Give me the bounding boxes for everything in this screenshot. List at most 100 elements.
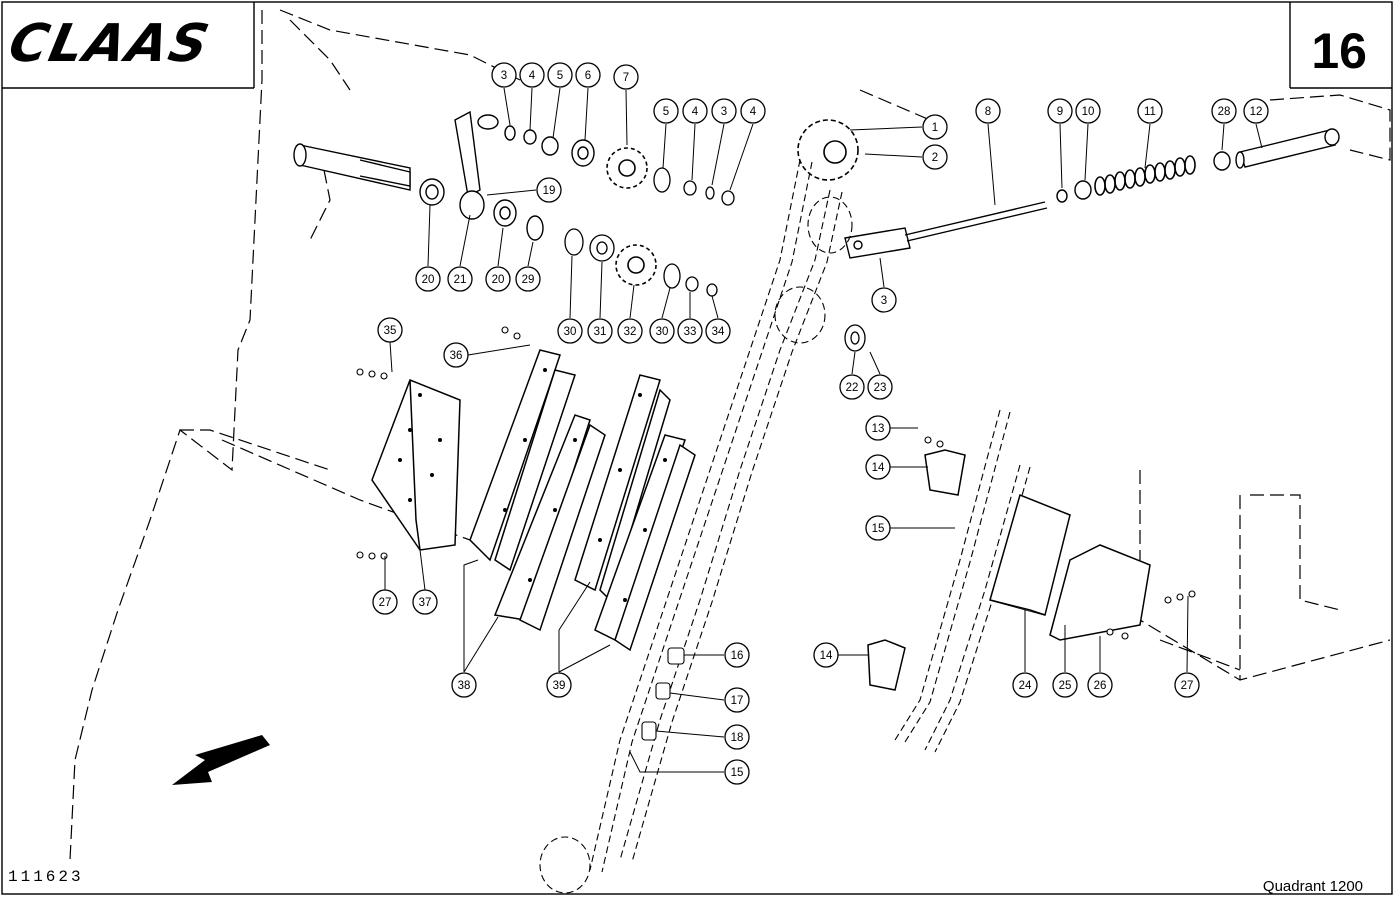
- model-name: Quadrant 1200: [1262, 878, 1363, 895]
- svg-text:4: 4: [529, 70, 536, 82]
- svg-text:3: 3: [501, 70, 507, 82]
- callout-38: 38: [451, 672, 477, 698]
- svg-text:27: 27: [379, 597, 392, 609]
- svg-text:6: 6: [585, 70, 591, 82]
- wear-plates-left: [371, 349, 696, 652]
- callout-23: 23: [867, 374, 893, 400]
- svg-text:7: 7: [623, 72, 629, 84]
- svg-text:19: 19: [543, 185, 556, 197]
- svg-text:31: 31: [594, 326, 607, 338]
- callout-26: 26: [1087, 672, 1113, 698]
- svg-text:25: 25: [1059, 680, 1072, 692]
- direction-arrow-icon: [172, 735, 270, 785]
- svg-text:22: 22: [846, 382, 859, 394]
- svg-text:34: 34: [712, 326, 725, 338]
- svg-text:3: 3: [881, 295, 887, 307]
- callout-11: 11: [1137, 98, 1163, 124]
- svg-text:10: 10: [1082, 106, 1095, 118]
- callout-9: 9: [1047, 98, 1073, 124]
- callout-28: 28: [1211, 98, 1237, 124]
- svg-text:1: 1: [932, 122, 938, 134]
- callout-35: 35: [377, 317, 403, 343]
- svg-text:17: 17: [731, 695, 744, 707]
- callout-3b: 3: [711, 98, 737, 124]
- sprocket-upper: [606, 147, 648, 189]
- svg-text:4: 4: [750, 106, 757, 118]
- svg-text:26: 26: [1094, 680, 1107, 692]
- bearing-row: [564, 167, 866, 352]
- sprocket-drive: [797, 119, 859, 181]
- svg-text:15: 15: [872, 523, 885, 535]
- conveyor-chain: [539, 159, 853, 894]
- callout-12: 12: [1243, 98, 1269, 124]
- callout-18: 18: [724, 724, 750, 750]
- callout-29: 29: [515, 266, 541, 292]
- hardware-small: [356, 326, 1196, 741]
- svg-text:30: 30: [564, 326, 577, 338]
- svg-text:3: 3: [721, 106, 727, 118]
- machine-outline: [69, 9, 1391, 861]
- drawing-number: 111623: [8, 868, 84, 886]
- callout-20b: 20: [485, 266, 511, 292]
- callout-24: 24: [1012, 672, 1038, 698]
- svg-text:5: 5: [663, 106, 669, 118]
- callout-37: 37: [412, 589, 438, 615]
- brand-logo: CLAAS: [3, 14, 216, 74]
- page-number: 16: [1311, 23, 1367, 79]
- callout-1: 1: [922, 114, 948, 140]
- svg-text:21: 21: [454, 274, 467, 286]
- svg-text:23: 23: [874, 382, 887, 394]
- callout-15b: 15: [724, 759, 750, 785]
- svg-text:20: 20: [492, 274, 505, 286]
- conveyor-chain-right: [894, 409, 1031, 753]
- svg-text:18: 18: [731, 732, 744, 744]
- callout-2: 2: [922, 144, 948, 170]
- svg-text:13: 13: [872, 423, 885, 435]
- svg-text:24: 24: [1019, 680, 1032, 692]
- svg-text:5: 5: [557, 70, 563, 82]
- leader-lines: [384, 87, 1263, 773]
- svg-text:14: 14: [872, 462, 885, 474]
- svg-text:11: 11: [1144, 106, 1156, 118]
- svg-text:12: 12: [1250, 106, 1263, 118]
- callout-10: 10: [1075, 98, 1101, 124]
- wear-plates-right: [867, 449, 1151, 691]
- callout-8: 8: [975, 98, 1001, 124]
- callout-6: 6: [575, 62, 601, 88]
- callout-4: 4: [519, 62, 545, 88]
- callout-39: 39: [546, 672, 572, 698]
- callout-33: 33: [677, 318, 703, 344]
- callout-25: 25: [1052, 672, 1078, 698]
- callout-20: 20: [415, 266, 441, 292]
- callout-30b: 30: [649, 318, 675, 344]
- callout-14b: 14: [813, 642, 839, 668]
- callout-30: 30: [557, 318, 583, 344]
- callout-4c: 4: [740, 98, 766, 124]
- svg-text:37: 37: [419, 597, 432, 609]
- svg-text:28: 28: [1218, 106, 1231, 118]
- sprocket-lower: [615, 244, 657, 286]
- svg-text:27: 27: [1181, 680, 1194, 692]
- callout-4b: 4: [682, 98, 708, 124]
- callout-21: 21: [447, 266, 473, 292]
- svg-text:16: 16: [731, 650, 744, 662]
- callout-16: 16: [724, 642, 750, 668]
- callout-5b: 5: [653, 98, 679, 124]
- callout-3c: 3: [871, 287, 897, 313]
- svg-text:29: 29: [522, 274, 535, 286]
- callout-15: 15: [865, 515, 891, 541]
- callout-3: 3: [491, 62, 517, 88]
- plate-holes: [398, 368, 667, 602]
- tension-spring: [1094, 155, 1196, 196]
- svg-text:14: 14: [820, 650, 833, 662]
- callout-19: 19: [536, 177, 562, 203]
- callout-27b: 27: [1174, 672, 1200, 698]
- svg-text:15: 15: [731, 767, 744, 779]
- callout-31: 31: [587, 318, 613, 344]
- svg-text:36: 36: [450, 350, 463, 362]
- svg-text:8: 8: [985, 106, 991, 118]
- callout-32: 32: [617, 318, 643, 344]
- callout-36: 36: [443, 342, 469, 368]
